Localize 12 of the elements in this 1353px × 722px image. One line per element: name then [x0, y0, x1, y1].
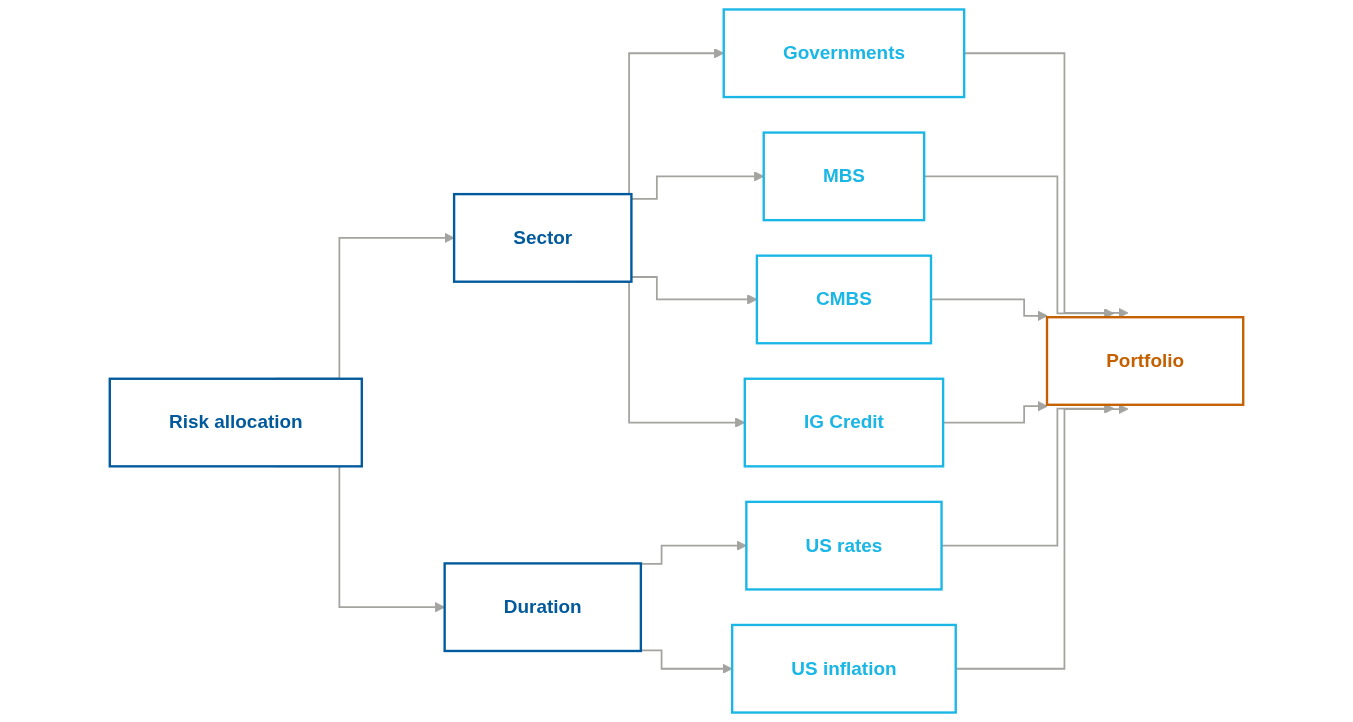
- node-box: Risk allocation: [108, 377, 363, 468]
- node-box: IG Credit: [743, 377, 945, 468]
- node-box: US inflation: [730, 623, 957, 714]
- node-box: MBS: [762, 131, 926, 222]
- node-box: US rates: [745, 500, 943, 591]
- node-box: Governments: [722, 8, 966, 99]
- node-box: Portfolio: [1045, 316, 1245, 406]
- arrow: [640, 649, 733, 674]
- node-box: CMBS: [755, 254, 933, 345]
- node-box: Sector: [452, 192, 633, 283]
- node-box: Duration: [443, 562, 643, 653]
- arrow: [640, 540, 747, 565]
